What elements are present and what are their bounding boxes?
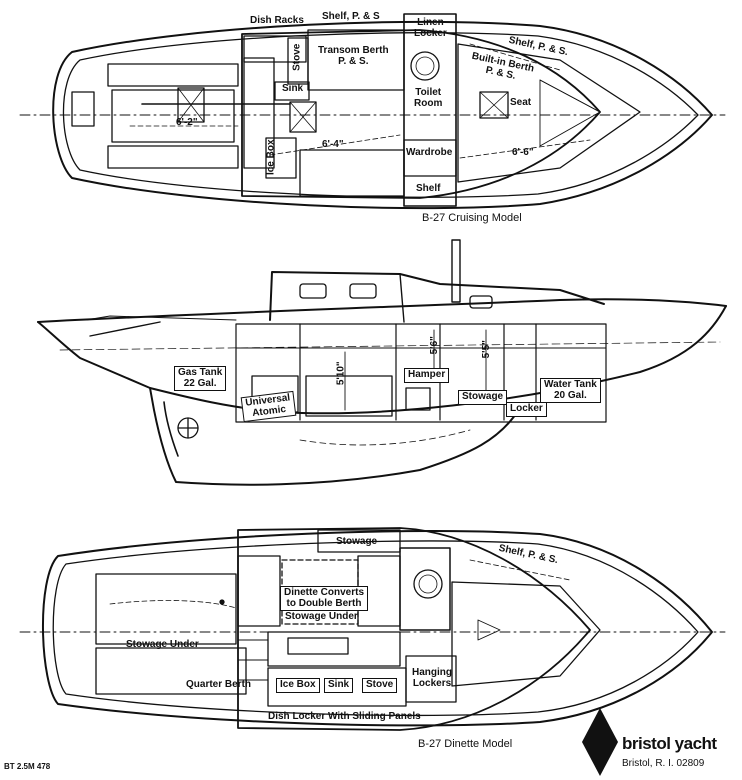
cruising-plan-view <box>19 13 726 210</box>
label-locker: Locker <box>506 402 547 417</box>
profile-cabin-house <box>269 271 605 321</box>
cruising-transom-bottom <box>299 149 405 197</box>
cruising-cockpit-well <box>111 89 235 143</box>
bristol-logo-diamond <box>582 708 618 776</box>
label-dim-5-10: 5'10" <box>335 361 347 386</box>
label-stowage-under-mid: Stowage Under <box>285 611 358 622</box>
label-dish-locker: Dish Locker With Sliding Panels <box>268 711 421 722</box>
label-stove: Stove <box>291 43 303 71</box>
label-water-tank: Water Tank 20 Gal. <box>540 378 601 403</box>
profile-tiller <box>89 321 161 337</box>
profile-port-2 <box>349 283 377 299</box>
profile-cockpit-line <box>85 315 237 321</box>
label-hamper: Hamper <box>404 368 450 383</box>
dinette-toilet <box>413 569 443 599</box>
label-gas-tank: Gas Tank 22 Gal. <box>174 366 227 391</box>
profile-keel-dash <box>299 429 471 446</box>
label-hanging-lockers: Hanging Lockers <box>412 667 452 689</box>
dinette-hanging-locker <box>405 655 457 703</box>
brand-name: bristol yacht <box>622 734 717 753</box>
cruising-cockpit-seat-bottom <box>107 145 239 169</box>
label-dish-racks: Dish Racks <box>250 15 304 26</box>
profile-head-toilet <box>405 387 431 411</box>
label-stowage: Stowage <box>458 390 508 405</box>
label-ice-box-dinette: Ice Box <box>276 678 320 693</box>
cruising-cockpit-hatch <box>177 87 205 123</box>
dinette-plan-view <box>19 527 726 731</box>
dinette-quarter-berth <box>95 647 247 695</box>
cruising-hatch-aft <box>71 91 95 127</box>
dinette-cabin-trunk <box>237 527 591 731</box>
cruising-sink-block <box>274 81 310 101</box>
label-stowage-under-left: Stowage Under <box>126 639 199 650</box>
label-dinette-converts: Dinette Converts to Double Berth <box>280 586 369 611</box>
cruising-deck-line <box>62 32 699 198</box>
profile-port-3 <box>469 295 493 309</box>
label-linen-locker: Linen Locker <box>414 17 447 39</box>
dinette-deck-line <box>52 540 699 717</box>
dinette-cockpit-area <box>95 573 237 645</box>
label-dim-6-6: 6'-6" <box>512 147 534 158</box>
cruising-icebox-block <box>265 137 297 179</box>
label-toilet-room: Toilet Room <box>414 87 443 109</box>
cruising-hanging-locker <box>403 139 457 177</box>
cruising-galley-counter <box>243 35 307 63</box>
cruising-ladder <box>243 57 275 169</box>
profile-mast <box>451 239 461 303</box>
dinette-seat-box-left <box>237 555 281 627</box>
dinette-ladder <box>237 639 269 681</box>
cruising-head-toilet <box>410 51 440 81</box>
cruising-cockpit-seat-top <box>107 63 239 87</box>
caption-dinette-model: B-27 Dinette Model <box>418 738 513 750</box>
profile-keel <box>149 387 521 486</box>
label-sink: Sink <box>282 83 304 94</box>
label-wardrobe: Wardrobe <box>406 147 453 158</box>
label-ice-box: Ice Box <box>265 139 277 176</box>
label-quarter-berth: Quarter Berth <box>186 679 252 690</box>
profile-dinette-seat <box>305 375 393 417</box>
cruising-hull-outline <box>52 20 713 210</box>
profile-rudder <box>163 401 179 457</box>
cruising-vberth <box>457 43 641 183</box>
dinette-hull-outline <box>41 529 713 727</box>
label-shelf: Shelf <box>416 183 441 194</box>
profile-port-1 <box>299 283 327 299</box>
cruising-bulkhead-fwd <box>403 13 457 207</box>
label-dim-5-6: 5'6" <box>428 336 440 355</box>
profile-view <box>37 239 727 486</box>
label-dim-6-2: 6'-2" <box>176 117 198 128</box>
label-sink-dinette: Sink <box>324 678 354 693</box>
profile-sheer-line <box>37 298 727 323</box>
profile-waterline <box>59 341 721 351</box>
label-dim-5-5: 5'5" <box>480 340 492 359</box>
label-shelf-ps-top: Shelf, P. & S <box>322 11 380 22</box>
dinette-stowage-top <box>317 529 401 553</box>
label-transom-berth: Transom Berth P. & S. <box>318 45 389 67</box>
dinette-head-bulkhead <box>399 547 451 631</box>
label-seat: Seat <box>510 97 532 108</box>
label-stove-dinette: Stove <box>362 678 398 693</box>
print-code: BT 2.5M 478 <box>4 762 51 771</box>
profile-interior-frame <box>235 323 607 423</box>
profile-hull-bottom <box>37 305 727 415</box>
cruising-head-sink <box>479 91 509 119</box>
cruising-saloon-table <box>289 101 317 133</box>
caption-cruising-model: B-27 Cruising Model <box>422 212 522 224</box>
dinette-counter <box>267 631 401 667</box>
dinette-counter-insert <box>287 637 349 655</box>
brand-address: Bristol, R. I. 02809 <box>622 758 705 769</box>
label-stowage-top: Stowage <box>336 536 378 547</box>
dinette-vberth <box>451 581 601 687</box>
label-dim-6-4: 6'-4" <box>322 139 344 150</box>
